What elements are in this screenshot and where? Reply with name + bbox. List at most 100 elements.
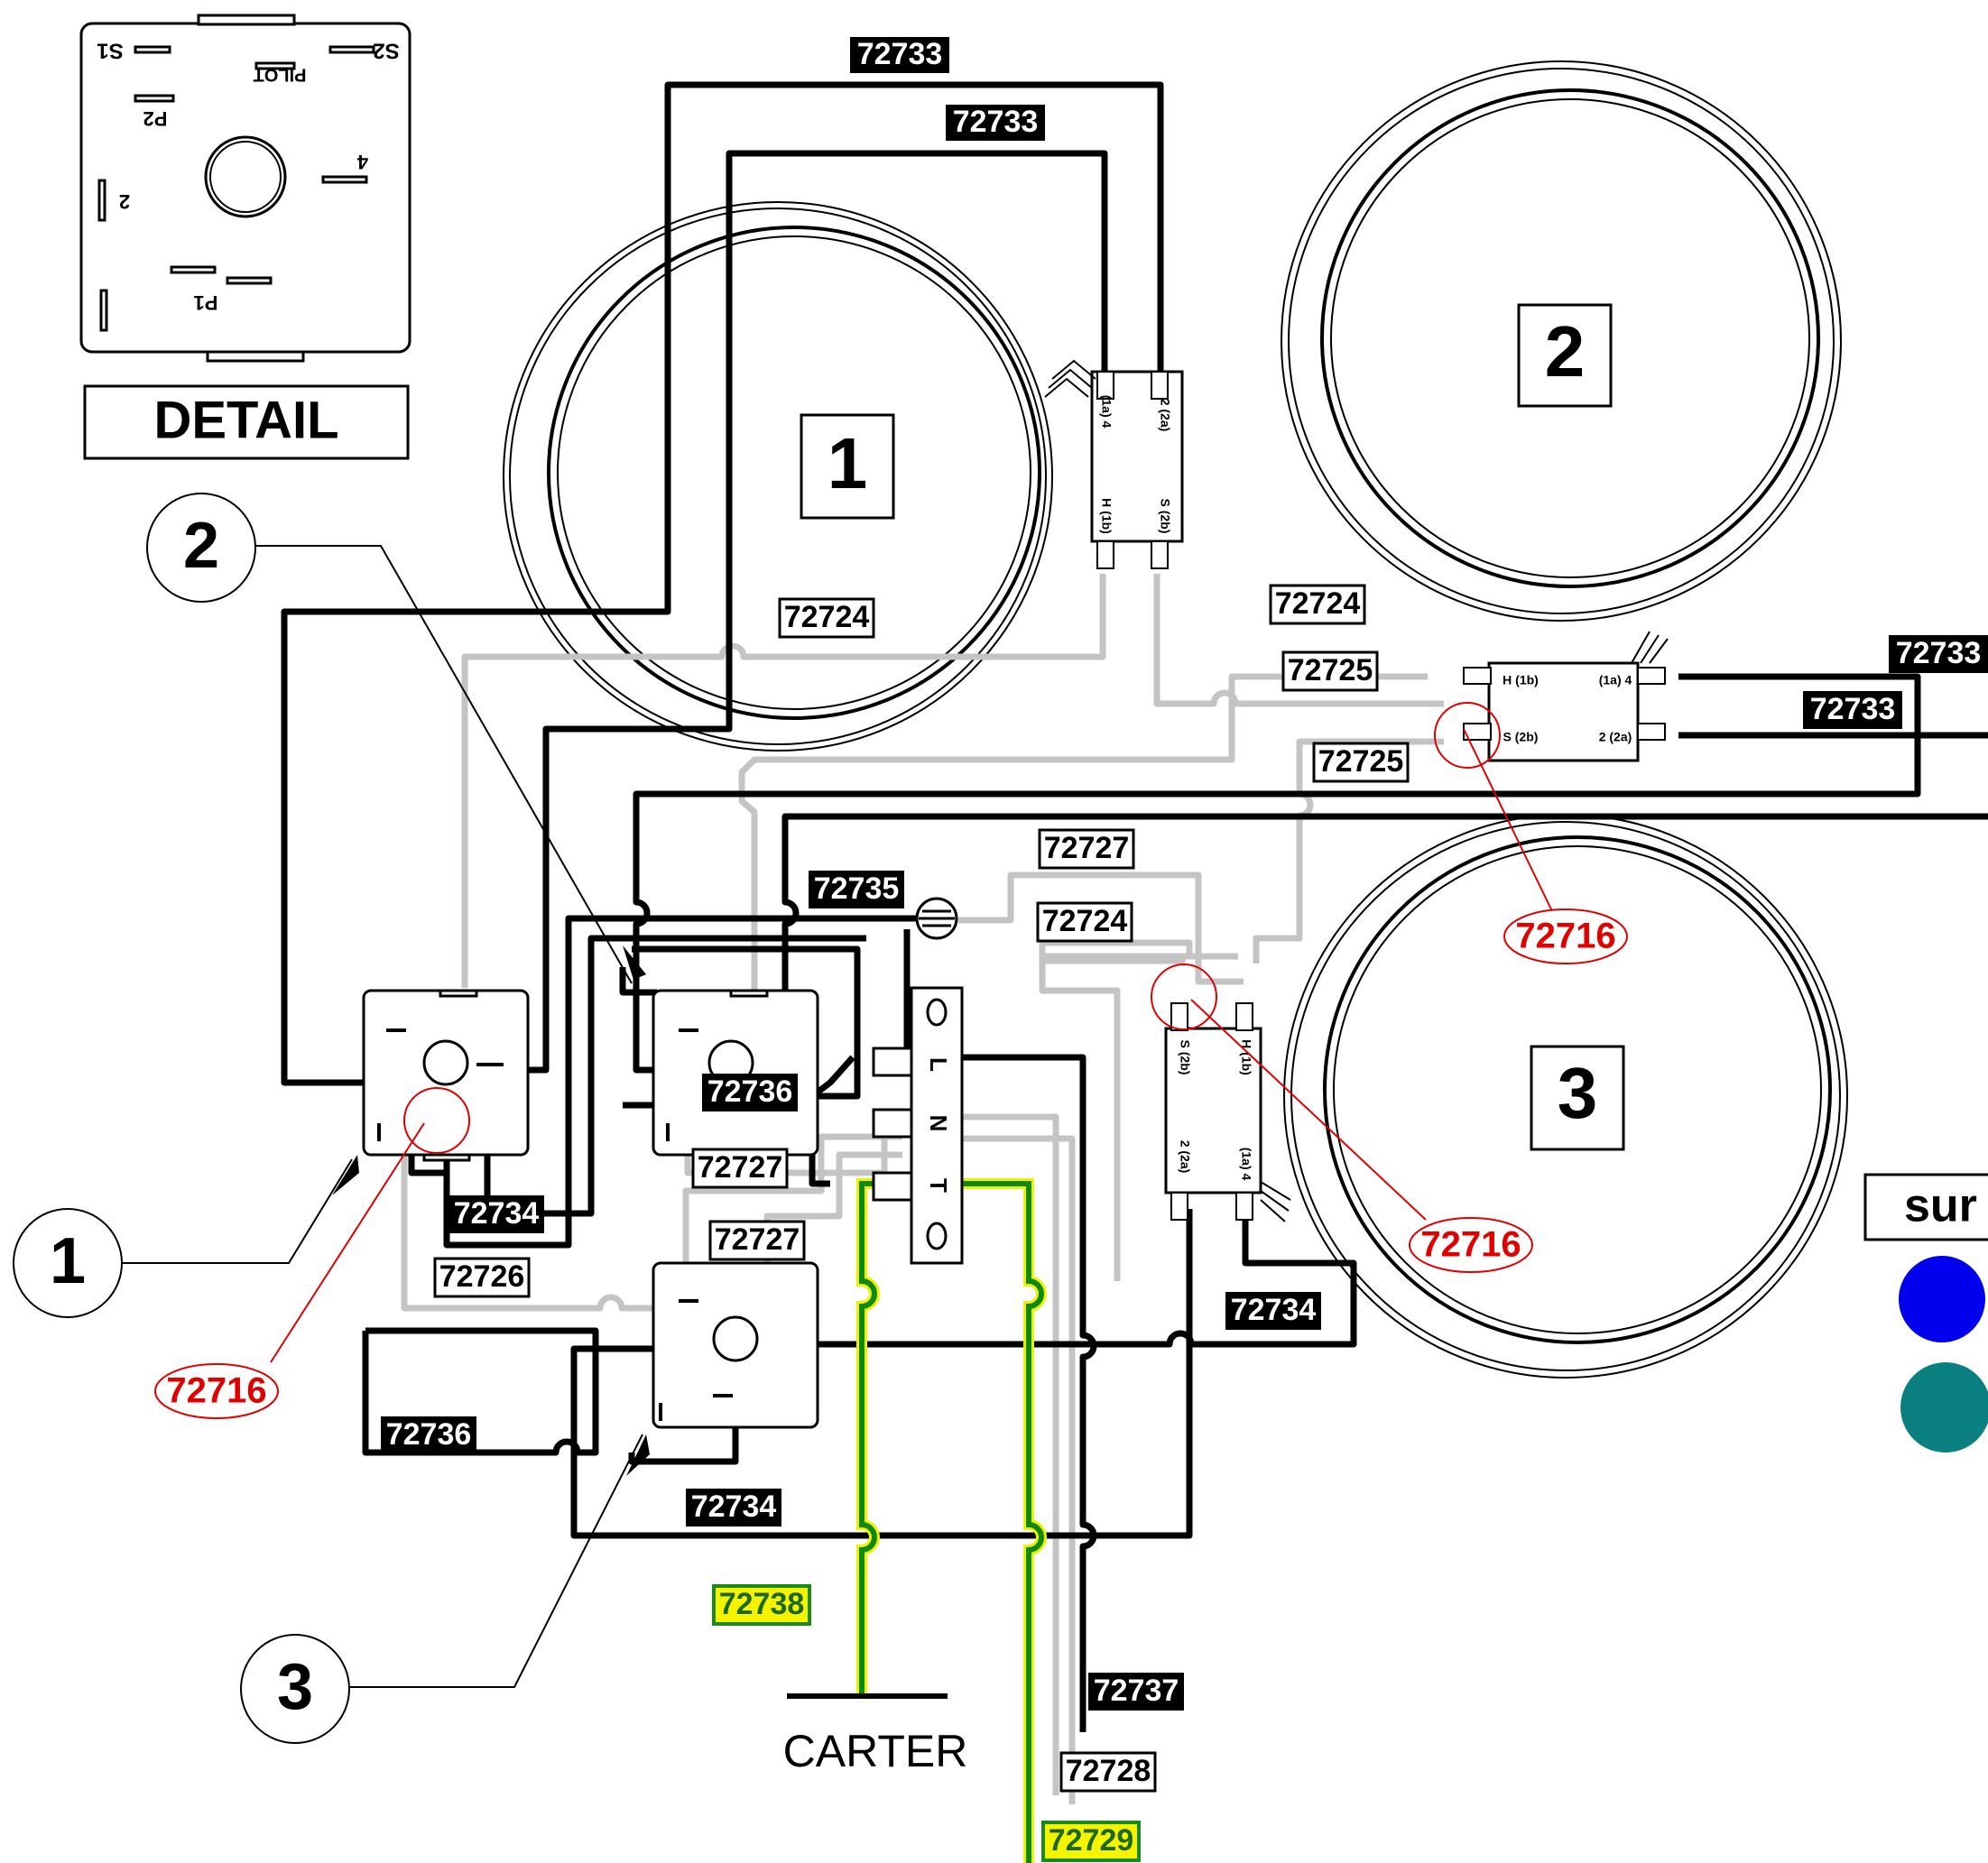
callout-3-number: 3 (277, 1651, 313, 1723)
wire-label-72724-b: 72724 (1269, 584, 1366, 625)
b3-pin-22a: 2 (2a) (1178, 1140, 1192, 1174)
b2-pin-s2b: S (2b) (1503, 730, 1539, 744)
callout-2: 2 (146, 493, 256, 603)
burner-2-number: 2 (1545, 311, 1586, 392)
svg-text:72734: 72734 (1231, 1293, 1317, 1327)
svg-text:72724: 72724 (1275, 586, 1361, 621)
b1-pin-1a4: (1a) 4 (1099, 395, 1114, 429)
wire-label-72734-a: 72734 (448, 1195, 544, 1233)
ground-label: CARTER (783, 1726, 968, 1776)
terminal-block: L N T (872, 986, 964, 1265)
b1-pin-22a: 2 (2a) (1158, 399, 1172, 432)
svg-text:72728: 72728 (1066, 1754, 1151, 1788)
b2-pin-22a: 2 (2a) (1599, 730, 1632, 744)
pilot-lamp (915, 897, 958, 940)
svg-text:72724: 72724 (1042, 904, 1128, 938)
svg-text:72734: 72734 (454, 1196, 540, 1231)
svg-text:72734: 72734 (691, 1489, 777, 1524)
terminal-n: N (925, 1115, 952, 1132)
b3-pin-1a4: (1a) 4 (1239, 1148, 1253, 1181)
detail-title: DETAIL (153, 391, 338, 449)
burner-2-switch: H (1b) S (2b) (1a) 4 2 (2a) (1463, 631, 1669, 762)
burner-1-switch: (1a) 4 2 (2a) H (1b) S (2b) (1044, 359, 1184, 569)
callout-leaders (122, 545, 1553, 1688)
b1-pin-s2b: S (2b) (1158, 499, 1172, 534)
burner-2: 2 (1281, 60, 1842, 622)
detail-pin-p2: P2 (143, 107, 168, 130)
callout-3: 3 (240, 1634, 350, 1744)
control-switch-1 (362, 989, 530, 1162)
detail-switch-drawing: S1 S2 PILOT P2 4 2 P1 (79, 14, 411, 363)
svg-text:72727: 72727 (715, 1222, 800, 1257)
callout-1-number: 1 (50, 1225, 86, 1297)
svg-text:72725: 72725 (1318, 744, 1404, 779)
b2-pin-h1b: H (1b) (1503, 673, 1539, 687)
wire-label-72726: 72726 (433, 1257, 531, 1298)
svg-text:72735: 72735 (814, 872, 900, 906)
wire-label-72733-b: 72733 (946, 105, 1045, 141)
wire-label-72736-b: 72736 (381, 1416, 476, 1454)
svg-text:72736: 72736 (386, 1417, 472, 1452)
detail-pin-s1: S1 (97, 39, 123, 63)
callout-1: 1 (13, 1208, 123, 1318)
control-switch-3 (652, 1261, 819, 1429)
wire-label-72729: 72729 (1041, 1821, 1141, 1862)
svg-text:72733: 72733 (857, 37, 943, 71)
svg-text:72716: 72716 (1420, 1225, 1521, 1265)
legend-dot-teal (1900, 1362, 1988, 1453)
svg-text:72727: 72727 (698, 1150, 783, 1185)
detail-pin-pilot: PILOT (254, 65, 307, 85)
wire-label-72727-b: 72727 (691, 1148, 789, 1189)
burner-3-switch: S (2b) H (1b) 2 (2a) (1a) 4 (1164, 1002, 1291, 1222)
wire-label-72728: 72728 (1059, 1751, 1157, 1793)
wire-label-72724-a: 72724 (778, 597, 875, 639)
legend-title: sur (1904, 1180, 1977, 1232)
svg-text:72725: 72725 (1288, 653, 1373, 687)
b3-pin-s2b: S (2b) (1178, 1040, 1192, 1075)
svg-text:72733: 72733 (1896, 636, 1982, 670)
detail-pin-4: 4 (356, 151, 368, 173)
svg-text:72736: 72736 (707, 1074, 793, 1109)
b2-pin-1a4: (1a) 4 (1599, 673, 1632, 687)
svg-text:72727: 72727 (1044, 831, 1130, 865)
wire-label-72725-b: 72725 (1312, 742, 1410, 783)
gray-wires (401, 574, 1444, 1804)
svg-text:72716: 72716 (166, 1371, 266, 1411)
wire-label-72727-a: 72727 (1038, 828, 1135, 870)
svg-text:72733: 72733 (1810, 692, 1896, 726)
detail-pin-s2: S2 (373, 39, 399, 63)
svg-text:72738: 72738 (719, 1587, 805, 1621)
wire-label-72735: 72735 (809, 871, 904, 908)
black-wires (281, 81, 1988, 1732)
callout-2-number: 2 (183, 510, 219, 582)
control-switch-2 (652, 989, 819, 1157)
wire-label-72737: 72737 (1088, 1673, 1184, 1711)
part-callout-72716-b: 72716 (1503, 908, 1628, 964)
burner-3: 3 (1283, 814, 1848, 1379)
wire-label-72734-b: 72734 (1225, 1292, 1321, 1330)
wire-label-72736-a: 72736 (702, 1074, 798, 1111)
earth-wires: CARTER (783, 1178, 1047, 1863)
legend-partial: sur (1863, 1173, 1988, 1453)
b1-pin-h1b: H (1b) (1099, 498, 1114, 534)
wire-label-72724-c: 72724 (1036, 901, 1133, 943)
terminal-t: T (925, 1178, 952, 1193)
wire-label-72727-c: 72727 (708, 1220, 806, 1261)
detail-pin-p1: P1 (194, 291, 218, 314)
burner-1: 1 (503, 201, 1053, 752)
svg-text:72737: 72737 (1094, 1674, 1179, 1708)
terminal-l: L (925, 1057, 952, 1072)
wire-label-72725-a: 72725 (1281, 650, 1379, 692)
wire-label-72734-c: 72734 (686, 1489, 781, 1526)
detail-pin-2: 2 (119, 190, 130, 213)
wire-label-72733-a: 72733 (850, 37, 949, 73)
wire-label-72733-c: 72733 (1889, 635, 1988, 673)
wire-label-72733-d: 72733 (1803, 691, 1902, 729)
burner-3-number: 3 (1558, 1053, 1598, 1133)
svg-text:72733: 72733 (953, 105, 1039, 139)
svg-text:72729: 72729 (1049, 1823, 1134, 1858)
burner-1-number: 1 (828, 423, 868, 503)
part-callout-72716-a: 72716 (154, 1363, 279, 1419)
svg-text:72724: 72724 (784, 600, 870, 634)
